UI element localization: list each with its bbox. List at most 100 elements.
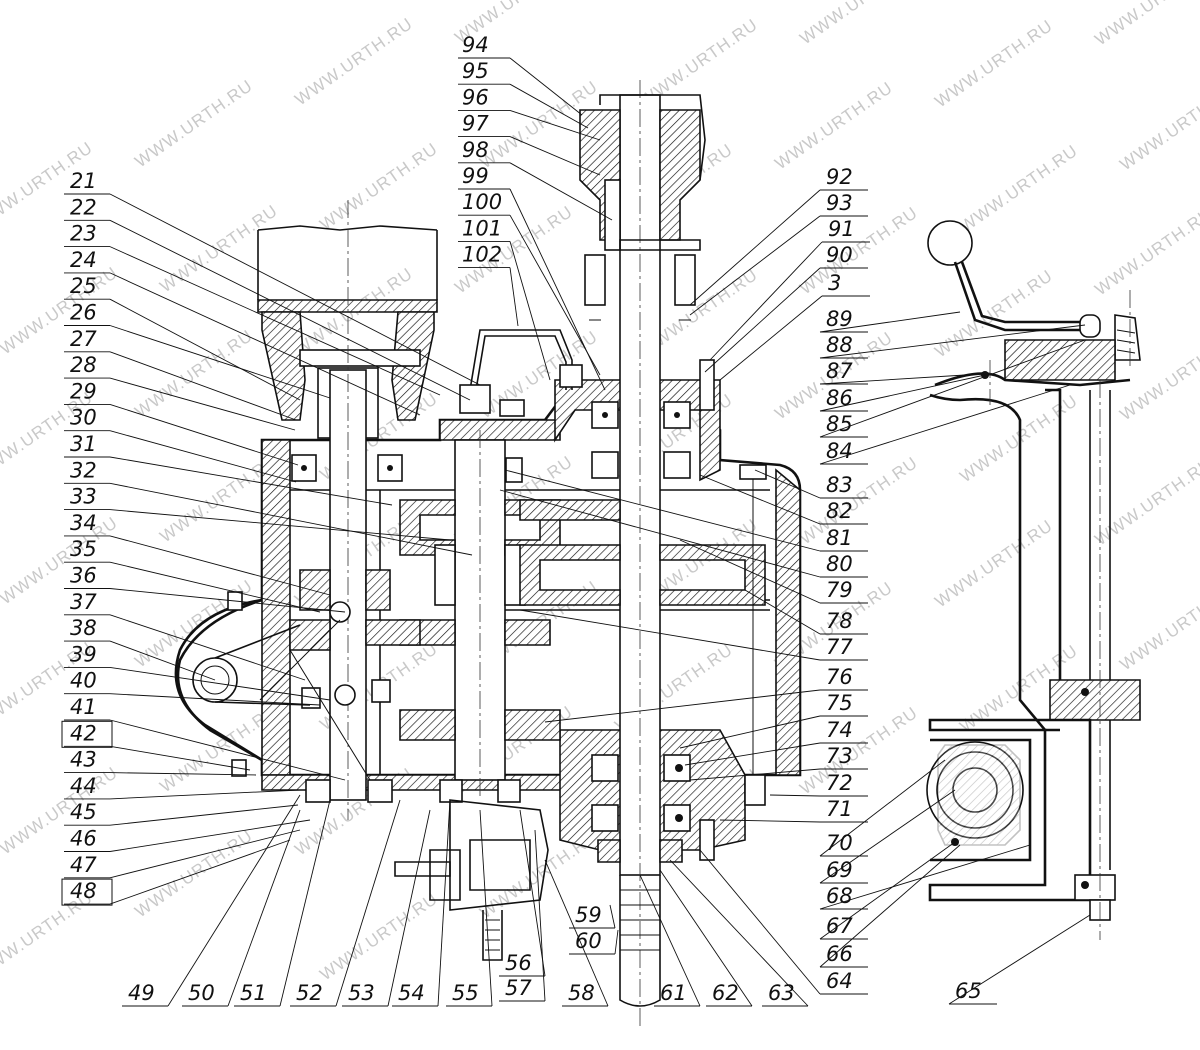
side-view-housing — [926, 220, 1141, 940]
callout-leader-line — [109, 614, 306, 681]
callout-leader-line — [109, 719, 346, 781]
callout-label: 32 — [70, 458, 97, 482]
callout-leader-line — [689, 215, 821, 316]
callout-label: 26 — [70, 301, 97, 325]
callout-label: 60 — [575, 929, 602, 953]
callout-leader-line — [639, 874, 701, 1007]
callout-label: 45 — [70, 800, 97, 824]
callout-label: 69 — [826, 858, 853, 882]
callout-label: 81 — [826, 526, 853, 550]
callout-leader-line — [659, 869, 753, 1007]
callout-label: 90 — [826, 243, 853, 267]
callout-label: 87 — [826, 359, 853, 383]
callout-label: 88 — [826, 333, 853, 357]
callout-leader-line — [109, 482, 473, 556]
callout-label: 44 — [70, 774, 97, 798]
callout-label: 65 — [955, 979, 982, 1003]
callout-label: 102 — [462, 243, 502, 267]
callout-label: 93 — [826, 191, 853, 215]
watermark-text: WWW.URTH.RU — [931, 16, 1056, 111]
callout-label: 52 — [296, 981, 323, 1005]
callout-label: 50 — [188, 981, 215, 1005]
watermark-text: WWW.URTH.RU — [0, 263, 121, 358]
callout-leader-line — [744, 589, 821, 635]
callout-label: 53 — [348, 981, 375, 1005]
callout-label: 74 — [826, 718, 853, 742]
callout-leader-line — [719, 295, 823, 381]
callout-leader-line — [509, 162, 613, 221]
callout-leader-line — [754, 469, 821, 499]
callout-label: 36 — [70, 564, 97, 588]
callout-label: 99 — [462, 164, 489, 188]
watermark-text: WWW.URTH.RU — [796, 203, 921, 298]
watermark-text: WWW.URTH.RU — [291, 14, 416, 109]
callout-leader-line — [519, 609, 821, 661]
callout-label: 30 — [70, 406, 97, 430]
callout-leader-line — [819, 844, 1031, 910]
callout-leader-line — [679, 715, 821, 749]
callout-label: 61 — [660, 981, 687, 1005]
callout-label: 97 — [462, 112, 489, 136]
watermark-text: WWW.URTH.RU — [771, 78, 896, 173]
callout-label: 84 — [826, 439, 853, 463]
callout-label: 34 — [70, 511, 97, 535]
callout-leader-line — [819, 324, 1086, 359]
callout-leader-line — [387, 809, 431, 1007]
callout-label: 24 — [70, 248, 97, 272]
callout-leader-line — [819, 311, 961, 333]
callout-leader-line — [479, 809, 493, 1007]
callout-label: 37 — [70, 590, 97, 614]
callout-label: 21 — [70, 169, 97, 193]
callout-labels: 2122232425262728293031323334353637383940… — [70, 33, 982, 1005]
callout-leader-line — [509, 241, 551, 381]
callout-leader-line — [819, 841, 956, 940]
callout-frame — [61, 720, 113, 748]
callout-label: 63 — [768, 981, 795, 1005]
callout-label: 82 — [826, 499, 853, 523]
callout-leader-line — [109, 456, 393, 506]
watermark-text: WWW.URTH.RU — [1091, 204, 1200, 299]
callout-label: 67 — [826, 914, 853, 938]
callout-leader-line — [109, 351, 297, 421]
callout-leader-line — [109, 193, 481, 386]
callout-label: 98 — [462, 138, 489, 162]
callout-leader-line — [669, 859, 809, 1007]
watermark-text: WWW.URTH.RU — [0, 763, 121, 858]
callout-leader-line — [819, 339, 1086, 438]
callout-leader-line — [109, 804, 299, 826]
callout-leader-line — [819, 789, 956, 884]
callout-leader-line — [109, 403, 299, 466]
callout-label: 95 — [462, 59, 489, 83]
callout-leader-line — [109, 246, 441, 396]
callout-label: 49 — [128, 981, 155, 1005]
callout-label: 64 — [826, 969, 853, 993]
callout-leader-line — [109, 839, 291, 905]
callout-leader-line — [109, 509, 451, 541]
callout-label: 40 — [70, 669, 97, 693]
watermark-text: WWW.URTH.RU — [131, 326, 256, 421]
callout-leader-line — [109, 666, 331, 701]
callout-leader-line — [499, 489, 821, 578]
callout-label: 80 — [826, 552, 853, 576]
callout-leader-line — [109, 298, 301, 401]
callout-leader-line — [167, 794, 301, 1007]
watermark-text: WWW.URTH.RU — [1116, 79, 1200, 174]
callout-label: 41 — [70, 695, 97, 719]
callout-label: 27 — [70, 327, 97, 351]
callout-leader-line — [948, 914, 1091, 1005]
callout-leader-line — [109, 219, 471, 401]
callout-leader-line — [509, 109, 601, 141]
callout-leader-line — [534, 829, 546, 1002]
callout-label: 31 — [70, 432, 97, 456]
callout-label: 83 — [826, 473, 853, 497]
callout-leader-line — [544, 859, 609, 1007]
callout-label: 47 — [70, 853, 97, 877]
callout-label: 68 — [826, 884, 853, 908]
callout-label: 51 — [240, 981, 267, 1005]
callout-label: 79 — [826, 578, 853, 602]
main-housing — [174, 80, 802, 1030]
callout-leader-line — [109, 829, 301, 879]
callout-label: 101 — [462, 216, 502, 240]
callout-label: 56 — [505, 951, 532, 975]
